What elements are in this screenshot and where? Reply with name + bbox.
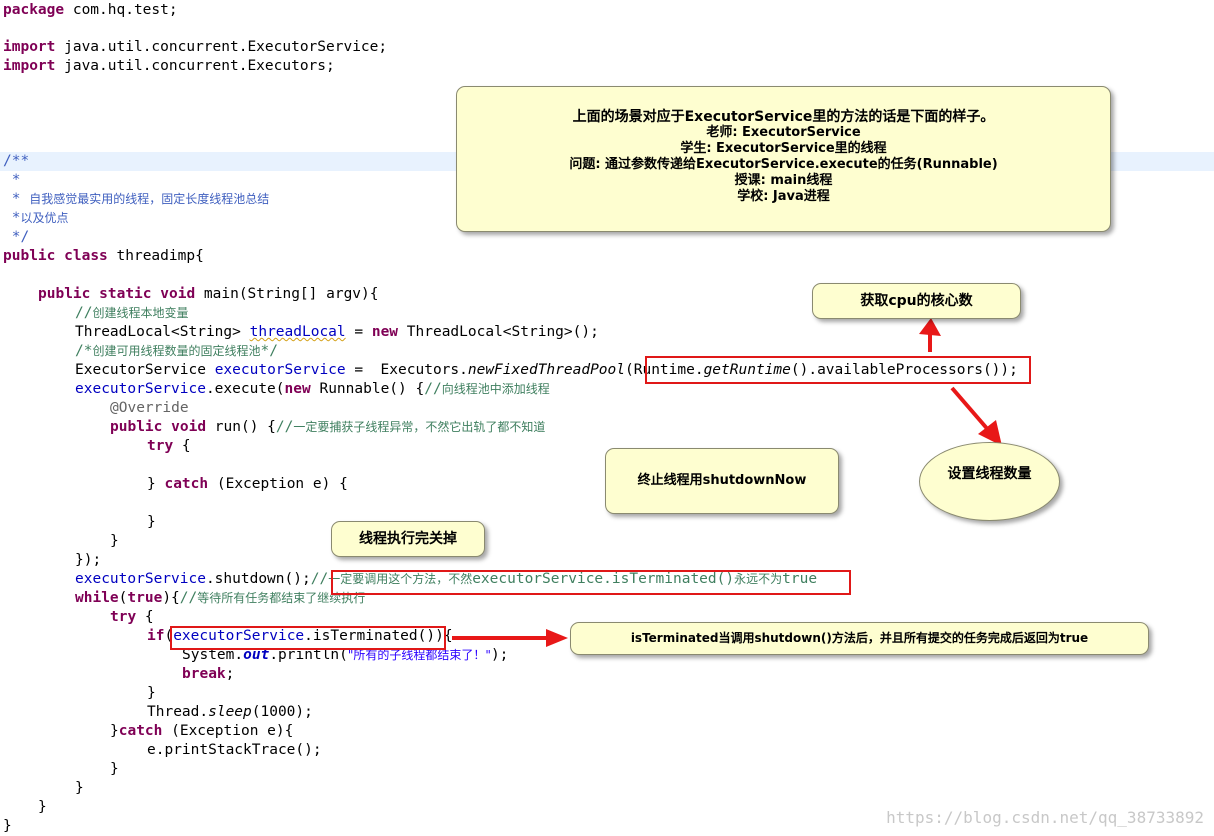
code-line-close-run: }	[110, 533, 119, 549]
scenario-line-2: 老师: ExecutorService	[706, 125, 861, 140]
code-line-catch: } catch (Exception e) {	[147, 476, 348, 492]
code-line-close-if: }	[147, 685, 156, 701]
code-line-shutdown: executorService.shutdown();//一定要调用这个方法，不…	[75, 571, 818, 587]
code-line-close-catch-2: }	[110, 761, 119, 777]
highlight-shutdown-comment	[331, 570, 851, 595]
scenario-note: 上面的场景对应于ExecutorService里的方法的话是下面的样子。 老师:…	[456, 86, 1111, 232]
scenario-line-1: 上面的场景对应于ExecutorService里的方法的话是下面的样子。	[572, 109, 995, 125]
arrow-to-set-count-note	[950, 386, 1002, 446]
highlight-available-processors	[645, 356, 1031, 384]
code-line-stacktrace: e.printStackTrace();	[147, 742, 322, 758]
scenario-line-6: 学校: Java进程	[737, 189, 830, 204]
watermark: https://blog.csdn.net/qq_38733892	[886, 808, 1204, 827]
code-line-sleep: Thread.sleep(1000);	[147, 704, 313, 720]
code-line-close-catch: }	[147, 514, 156, 530]
scenario-line-4: 问题: 通过参数传递给ExecutorService.execute的任务(Ru…	[569, 157, 998, 172]
code-line-import-2: import java.util.concurrent.Executors;	[3, 58, 335, 74]
code-line-doc-1: * 自我感觉最实用的线程，固定长度线程池总结	[3, 191, 270, 207]
code-line-try-2: try {	[110, 609, 154, 625]
shutdown-now-note: 终止线程用shutdownNow	[605, 448, 839, 514]
scenario-line-3: 学生: ExecutorService里的线程	[680, 141, 887, 156]
highlight-is-terminated	[170, 626, 446, 650]
code-line-executor-decl: ExecutorService executorService = Execut…	[75, 362, 1018, 378]
code-line-close-execute: });	[75, 552, 102, 568]
code-line-close-while: }	[75, 780, 84, 796]
close-after-note: 线程执行完关掉	[331, 521, 485, 557]
arrow-to-is-terminated-note	[452, 629, 568, 647]
code-line-doc-2: *以及优点	[3, 210, 69, 226]
code-line-run: public void run() {//一定要捕获子线程异常，不然它出轨了都不…	[110, 419, 546, 435]
code-line-import-1: import java.util.concurrent.ExecutorServ…	[3, 39, 388, 55]
code-line-override: @Override	[110, 400, 189, 416]
code-line-catch-2: }catch (Exception e){	[110, 723, 294, 739]
code-line-println: System.out.println("所有的子线程都结束了！");	[182, 647, 509, 663]
scenario-line-5: 授课: main线程	[734, 173, 833, 188]
code-line-execute: executorService.execute(new Runnable() {…	[75, 381, 550, 397]
arrow-to-cpu-note	[919, 318, 941, 352]
code-line-class-decl: public class threadimp{	[3, 248, 204, 264]
code-line-if: if(executorService.isTerminated()){	[147, 628, 453, 644]
code-line-comment-threadlocal: //创建线程本地变量	[75, 305, 189, 321]
code-line-doc-open: /**	[3, 153, 30, 169]
code-line-doc-star: *	[3, 172, 21, 188]
code-line-doc-close: */	[3, 229, 30, 245]
cpu-cores-note: 获取cpu的核心数	[812, 283, 1021, 319]
code-line-close-main: }	[38, 799, 47, 815]
code-line-threadlocal: ThreadLocal<String> threadLocal = new Th…	[75, 324, 599, 340]
set-thread-count-note: 设置线程数量	[919, 442, 1060, 521]
code-line-package: package com.hq.test;	[3, 2, 178, 18]
code-line-close-class: }	[3, 818, 12, 834]
code-line-break: break;	[182, 666, 235, 682]
is-terminated-note: isTerminated当调用shutdown()方法后，并且所有提交的任务完成…	[570, 622, 1149, 655]
code-line-comment-pool: /*创建可用线程数量的固定线程池*/	[75, 343, 278, 359]
code-line-try: try {	[147, 438, 191, 454]
code-line-while: while(true){//等待所有任务都结束了继续执行	[75, 590, 366, 606]
code-line-main: public static void main(String[] argv){	[38, 286, 379, 302]
